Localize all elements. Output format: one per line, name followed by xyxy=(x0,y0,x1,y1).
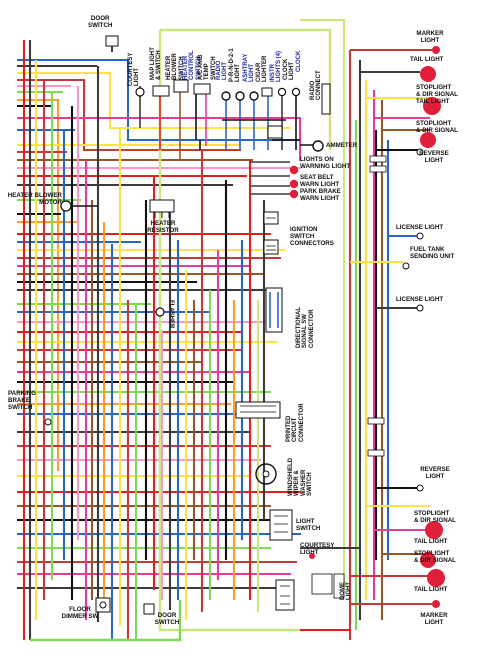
label-lights-on-warning: LIGHTS ON WARNING LIGHT xyxy=(300,156,351,170)
label-floor-dimmer-sw: FLOOR DIMMER SW xyxy=(61,606,99,620)
label-courtesy-light-top: COURTESY LIGHT xyxy=(128,52,141,86)
label-windshield-wiper-switch: WINDSHIELD WIPER & WASHER SWITCH xyxy=(288,458,314,496)
heater-components xyxy=(60,199,175,218)
label-ignition-switch-connectors: IGNITION SWITCH CONNECTORS xyxy=(290,226,334,247)
bottom-left-switches xyxy=(44,418,155,615)
label-marker-light-bottom: MARKER LIGHT xyxy=(420,612,448,626)
courtesy-light-bottom xyxy=(309,553,315,559)
rear-harness-connectors xyxy=(311,155,387,599)
label-parking-brake-switch: PARKING BRAKE SWITCH xyxy=(8,390,37,411)
warning-lamps xyxy=(199,139,324,199)
label-stoplight-dir-bottom: STOPLIGHT & DIR SIGNAL xyxy=(414,510,456,524)
label-flasher: FLASHER xyxy=(168,300,174,329)
label-prnd21-light: P-R-N-D-2-1 LIGHT xyxy=(229,48,242,82)
label-tail-light-bottom: TAIL LIGHT xyxy=(414,538,448,545)
label-clock-light: CLOCK LIGHT xyxy=(283,58,296,80)
label-radio-light: RADIO LIGHT xyxy=(216,60,229,80)
wiper-switch xyxy=(255,463,277,485)
rear-lamps xyxy=(402,46,445,608)
label-stoplight-dir-tail-top: STOPLIGHT & DIR SIGNAL TAIL LIGHT xyxy=(416,84,458,105)
label-heater-blower-motor: HEATER BLOWER MOTOR xyxy=(7,192,62,206)
label-park-brake-warn: PARK BRAKE WARN LIGHT xyxy=(300,188,341,202)
ignition-connectors xyxy=(263,211,279,255)
top-component-wires xyxy=(111,36,297,160)
label-reverse-light-top: REVERSE LIGHT xyxy=(419,150,449,164)
label-light-switch: LIGHT SWITCH xyxy=(296,518,321,532)
bottom-connector-block xyxy=(275,579,295,611)
label-license-light-top: LICENSE LIGHT xyxy=(396,224,444,231)
label-directional-signal-connector: DIRECTIONAL SIGNAL SW CONNECTOR xyxy=(296,307,315,348)
label-fuel-tank-sending-unit: FUEL TANK SENDING UNIT xyxy=(410,246,455,260)
label-cigar-lighter: CIGAR LIGHTER xyxy=(256,55,269,82)
main-harness-wires xyxy=(16,58,302,590)
directional-connector xyxy=(155,287,283,333)
light-switch xyxy=(269,509,293,541)
label-door-switch-top: DOOR SWITCH xyxy=(88,15,113,29)
label-tail-light-top: TAIL LIGHT xyxy=(410,56,444,63)
label-map-light-switch: MAP LIGHT & SWITCH xyxy=(150,47,163,80)
label-heater-resistor: HEATER RESISTOR xyxy=(147,220,179,234)
label-courtesy-light-bottom: COURTESY LIGHT xyxy=(300,542,335,556)
harness-trunks xyxy=(22,40,266,640)
label-ac-amb-temp-switch: A/C AMB TEMP SWITCH xyxy=(198,54,217,80)
label-radio-connect: RADIO CONNECT xyxy=(310,70,323,100)
printed-circuit-connector xyxy=(235,401,281,419)
label-instr-lights: INSTR LIGHTS (4) xyxy=(270,51,283,82)
label-stoplight-dir-top: STOPLIGHT & DIR SIGNAL xyxy=(416,120,458,134)
label-ammeter: AMMETER xyxy=(326,142,358,149)
label-ashtray-light: ASHTRAY LIGHT xyxy=(243,53,256,82)
label-reverse-light-bottom: REVERSE LIGHT xyxy=(420,466,450,480)
label-seat-belt-warn: SEAT BELT WARN LIGHT xyxy=(300,174,340,188)
label-stoplight-dir-bottom2: STOPLIGHT & DIR SIGNAL xyxy=(414,550,456,564)
label-marker-light-top: MARKER LIGHT xyxy=(416,30,444,44)
top-components xyxy=(105,35,331,139)
label-dome-light: DOME LIGHT xyxy=(340,582,353,600)
label-license-light-bottom: LICENSE LIGHT xyxy=(396,296,444,303)
label-tail-light-bottom2: TAIL LIGHT xyxy=(414,586,448,593)
label-clock: CLOCK xyxy=(296,50,302,72)
rear-harness-wires xyxy=(300,18,434,640)
label-printed-circuit-connector: PRINTED CIRCUIT CONNECTOR xyxy=(286,403,305,442)
label-door-switch-bottom: DOOR SWITCH xyxy=(154,612,180,626)
